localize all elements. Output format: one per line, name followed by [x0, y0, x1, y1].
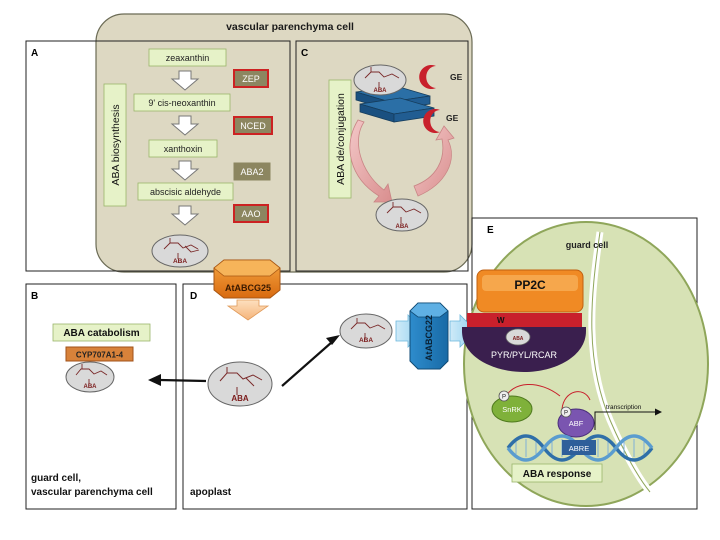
- enzyme-nced: [233, 116, 273, 135]
- atabcg25-label: AtABCG25: [225, 283, 271, 293]
- guard-cell-title: guard cell: [566, 240, 609, 250]
- aba-molecule-icon: [339, 313, 393, 349]
- conjugation-side-label: ABA de/conjugation: [335, 93, 347, 185]
- aba-molecule-icon: [353, 64, 407, 96]
- phospho-icon: [560, 406, 572, 418]
- down-arrow-icon: [170, 115, 200, 136]
- aba-label: ABA: [513, 336, 524, 342]
- pp2c-label: PP2C: [514, 278, 546, 292]
- cyp707a-label: CYP707A1-4: [76, 351, 124, 360]
- enzyme-aba2-label: ABA2: [240, 167, 263, 177]
- ge-enzyme-icon: [423, 108, 440, 134]
- abf-label: ABF: [569, 419, 584, 428]
- ge-label-1: GE: [450, 72, 463, 82]
- catabolism-footer-1: guard cell,: [31, 473, 81, 484]
- step-zeaxanthin: [148, 48, 227, 67]
- ge-label-2: GE: [446, 113, 459, 123]
- catabolism-title: ABA catabolism: [63, 328, 139, 339]
- guard-cell-pore-edge: [591, 231, 651, 493]
- down-arrow-icon: [170, 205, 200, 226]
- aba-label: ABA: [173, 258, 187, 265]
- aba-molecule-icon: [65, 361, 115, 393]
- down-arrow-icon: [170, 70, 200, 91]
- aba-molecule-icon: [151, 234, 209, 268]
- enzyme-zep: [233, 69, 269, 88]
- snrk-node: [491, 395, 533, 423]
- aba-label: ABA: [374, 88, 388, 94]
- panel-c-letter: C: [301, 48, 308, 59]
- enzyme-aao: [233, 204, 269, 223]
- panel-b-letter: B: [31, 291, 38, 302]
- biosynthesis-side-label: ABA biosynthesis: [110, 104, 122, 185]
- panel-a-frame: [25, 40, 291, 272]
- pyr-receptor: [462, 327, 586, 372]
- catabolism-title-box: [52, 323, 151, 342]
- abre-box: [562, 440, 596, 455]
- transcription-arrowhead-icon: [655, 408, 662, 416]
- down-arrow-icon: [170, 160, 200, 181]
- conjugation-arrow-icon: [413, 125, 455, 197]
- aba-label: ABA: [359, 337, 373, 344]
- uptake-arrow-line: [281, 341, 333, 387]
- uptake-arrowhead-icon: [326, 335, 340, 345]
- transcription-arrow: [594, 411, 656, 430]
- atabcg25-transporter: [213, 259, 281, 299]
- aba-molecule-icon: [505, 328, 531, 346]
- step-xanthoxin-label: xanthoxin: [164, 144, 203, 154]
- export-arrow-icon: [226, 299, 270, 321]
- apoplast-label: apoplast: [190, 487, 232, 498]
- catabolism-arrowhead-icon: [148, 374, 161, 386]
- step-neoxanthin: [133, 93, 231, 112]
- step-xanthoxin: [148, 139, 218, 158]
- phospho-icon: [498, 390, 510, 402]
- panel-e-letter: E: [487, 225, 494, 236]
- pp2c-box-highlight: [482, 275, 578, 291]
- enzyme-zep-label: ZEP: [242, 74, 260, 84]
- catabolism-arrow-line: [159, 378, 207, 383]
- step-abscisic-aldehyde: [137, 182, 234, 201]
- w-bar: [467, 313, 582, 327]
- deconjugation-arrow-icon: [349, 119, 393, 203]
- parenchyma-title: vascular parenchyma cell: [226, 21, 354, 33]
- abf-loop: [561, 391, 591, 410]
- enzyme-nced-label: NCED: [240, 121, 266, 131]
- cyp707a-box: [65, 346, 134, 362]
- step-zeaxanthin-label: zeaxanthin: [166, 53, 210, 63]
- aba-molecule-icon: [375, 198, 429, 232]
- receptor-label: PYR/PYL/RCAR: [491, 350, 558, 360]
- enzyme-aba2: [233, 162, 271, 181]
- w-label: W: [497, 316, 505, 325]
- snrk-label: SnRK: [502, 405, 522, 414]
- biosynthesis-side-box: [103, 83, 127, 207]
- panel-c-frame: [295, 40, 469, 272]
- phospho-label: P: [502, 395, 506, 401]
- phospho-label: P: [564, 411, 568, 417]
- abre-label: ABRE: [569, 444, 589, 453]
- atabcg22-label: AtABCG22: [424, 315, 434, 361]
- panel-b-frame: [25, 283, 177, 510]
- atabcg22-transporter: [409, 302, 449, 370]
- aba-response-label: ABA response: [523, 469, 592, 480]
- step-neoxanthin-label: 9' cis-neoxanthin: [148, 98, 215, 108]
- panel-a-letter: A: [31, 48, 38, 59]
- aba-label: ABA: [84, 384, 98, 390]
- aba-molecule-icon: [207, 361, 273, 407]
- transcription-label: transcription: [606, 404, 642, 411]
- enzyme-aao-label: AAO: [241, 209, 260, 219]
- panel-d-letter: D: [190, 291, 197, 302]
- aba-label: ABA: [396, 224, 410, 230]
- catabolism-footer-2: vascular parenchyma cell: [31, 487, 153, 498]
- step-abscisic-aldehyde-label: abscisic aldehyde: [150, 187, 221, 197]
- aba-response-box: [511, 463, 603, 483]
- ge-enzyme-icon: [419, 65, 436, 90]
- aba-label: ABA: [231, 394, 249, 403]
